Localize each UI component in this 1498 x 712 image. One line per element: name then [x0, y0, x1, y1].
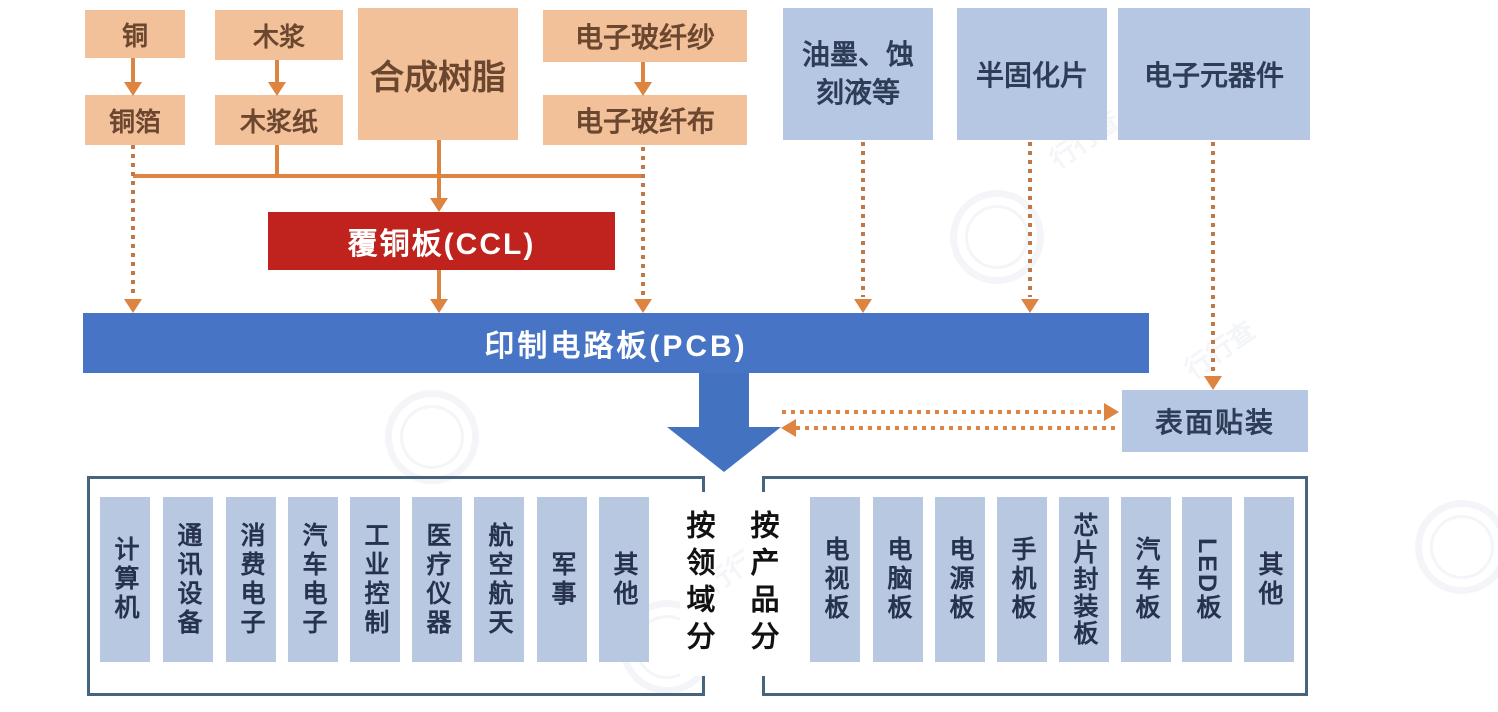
product-box-auto: 汽车板: [1121, 497, 1171, 662]
label-by-field: 按领域分: [680, 492, 716, 676]
field-box-aerospace: 航空航天: [474, 497, 524, 662]
arrowhead-pulp-to-paper: [268, 82, 286, 96]
collector-line: [133, 174, 645, 178]
product-box-phone: 手机板: [997, 497, 1047, 662]
box-electronic-components: 电子元器件: [1118, 8, 1310, 140]
line-copper-to-foil: [131, 58, 135, 84]
box-eglass-cloth: 电子玻纤布: [543, 95, 747, 145]
box-ccl: 覆铜板(CCL): [268, 212, 615, 270]
dotted-pcb-to-smt: [782, 410, 1104, 414]
dotted-cloth-to-pcb: [641, 147, 645, 297]
box-wood-pulp-paper: 木浆纸: [215, 95, 343, 145]
line-pulp-to-paper: [275, 60, 279, 84]
watermark-logo: [385, 390, 479, 484]
product-box-other: 其他: [1244, 497, 1294, 662]
dotted-prepreg-to-pcb: [1028, 142, 1032, 297]
box-ink-etchant: 油墨、蚀刻液等: [783, 8, 933, 140]
field-box-industrial: 工业控制: [350, 497, 400, 662]
box-copper-foil: 铜箔: [85, 95, 185, 145]
big-arrow-head: [667, 427, 781, 472]
dotted-foil-to-pcb: [131, 145, 135, 297]
box-synthetic-resin: 合成树脂: [358, 8, 518, 140]
box-eglass-yarn: 电子玻纤纱: [543, 10, 747, 62]
field-box-computer: 计算机: [100, 497, 150, 662]
arrowhead-copper-to-foil: [124, 82, 142, 96]
arrowhead-prepreg-to-pcb: [1021, 299, 1039, 313]
big-arrow-stem: [699, 373, 749, 428]
dotted-components-to-smt: [1211, 142, 1215, 375]
watermark-text: 行行查: [1179, 315, 1261, 385]
line-resin-to-ccl: [437, 140, 441, 200]
arrowhead-to-smt: [1104, 403, 1119, 421]
arrowhead-cloth-to-pcb: [634, 299, 652, 313]
dotted-ink-to-pcb: [861, 142, 865, 297]
bar-pcb: 印制电路板(PCB): [83, 313, 1149, 373]
product-box-chip-package: 芯片封装板: [1059, 497, 1109, 662]
box-wood-pulp: 木浆: [215, 10, 343, 60]
arrowhead-ink-to-pcb: [854, 299, 872, 313]
dotted-smt-to-pcb: [796, 426, 1118, 430]
field-box-other: 其他: [599, 497, 649, 662]
box-smt: 表面贴装: [1122, 390, 1308, 452]
line-ccl-to-pcb: [437, 270, 441, 300]
field-box-medical: 医疗仪器: [412, 497, 462, 662]
arrowhead-to-pcb: [781, 419, 796, 437]
product-box-power: 电源板: [935, 497, 985, 662]
product-box-tv: 电视板: [810, 497, 860, 662]
arrowhead-into-ccl: [430, 198, 448, 212]
box-copper: 铜: [85, 10, 185, 58]
arrowhead-components-to-smt: [1204, 376, 1222, 390]
arrowhead-ccl-to-pcb: [430, 299, 448, 313]
product-box-led: LED板: [1182, 497, 1232, 662]
label-by-product: 按产品分: [744, 492, 780, 676]
arrowhead-yarn-to-cloth: [634, 82, 652, 96]
field-box-consumer: 消费电子: [226, 497, 276, 662]
watermark-logo: [1415, 500, 1498, 594]
arrowhead-foil-to-pcb: [124, 299, 142, 313]
field-box-telecom: 通讯设备: [163, 497, 213, 662]
field-box-military: 军事: [537, 497, 587, 662]
product-box-computer: 电脑板: [873, 497, 923, 662]
line-paper-to-collector: [275, 145, 279, 177]
line-yarn-to-cloth: [641, 62, 645, 84]
field-box-automotive: 汽车电子: [288, 497, 338, 662]
box-prepreg: 半固化片: [957, 8, 1107, 140]
